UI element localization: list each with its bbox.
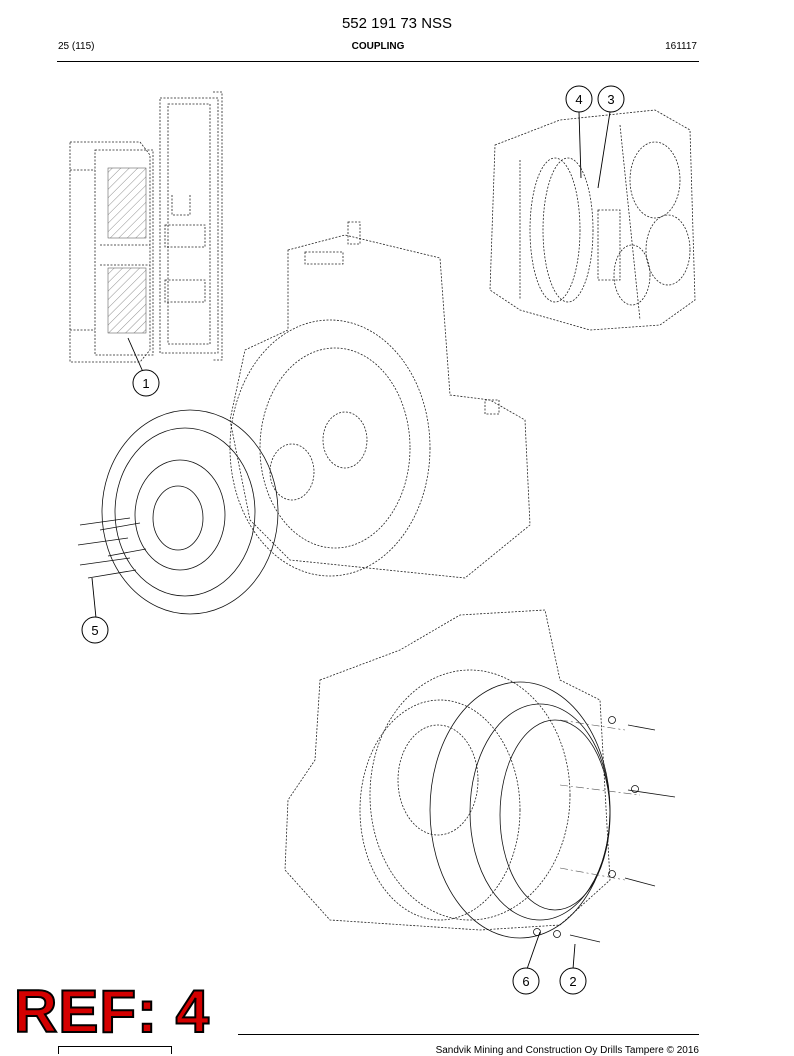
bolt-set-left bbox=[77, 517, 147, 579]
callout-6: 6 bbox=[512, 967, 540, 995]
document-number: 552 191 73 NSS bbox=[341, 15, 453, 32]
page-number: 25 (115) bbox=[58, 41, 95, 52]
reference-stamp: REF: 4 bbox=[13, 978, 211, 1045]
callout-3: 3 bbox=[597, 85, 625, 113]
logo-mark bbox=[58, 1046, 172, 1054]
flywheel-housing-view bbox=[229, 221, 531, 579]
section-title: COUPLING bbox=[351, 41, 405, 52]
section-hatching bbox=[107, 167, 147, 334]
svg-text:5: 5 bbox=[91, 623, 98, 638]
footer-rule bbox=[238, 1034, 699, 1035]
gearbox-assembly-view bbox=[489, 109, 696, 331]
leader-lines bbox=[91, 111, 611, 970]
callout-5: 5 bbox=[81, 616, 109, 644]
footer-copyright: Sandvik Mining and Construction Oy Drill… bbox=[435, 1045, 699, 1056]
document-date: 161117 bbox=[665, 41, 697, 52]
coupling-section-view bbox=[69, 91, 223, 363]
bolt-set-right bbox=[533, 716, 676, 943]
coupling-wheel-view bbox=[101, 409, 279, 615]
center-lines bbox=[559, 719, 641, 881]
callout-1: 1 bbox=[132, 369, 160, 397]
svg-text:1: 1 bbox=[142, 376, 149, 391]
svg-text:6: 6 bbox=[522, 974, 529, 989]
bell-housing-view bbox=[284, 609, 611, 931]
header-rule bbox=[57, 61, 699, 62]
callout-2: 2 bbox=[559, 967, 587, 995]
svg-text:2: 2 bbox=[569, 974, 576, 989]
svg-text:4: 4 bbox=[575, 92, 582, 107]
svg-text:3: 3 bbox=[607, 92, 614, 107]
ring-gear-view bbox=[429, 681, 611, 939]
callout-4: 4 bbox=[565, 85, 593, 113]
